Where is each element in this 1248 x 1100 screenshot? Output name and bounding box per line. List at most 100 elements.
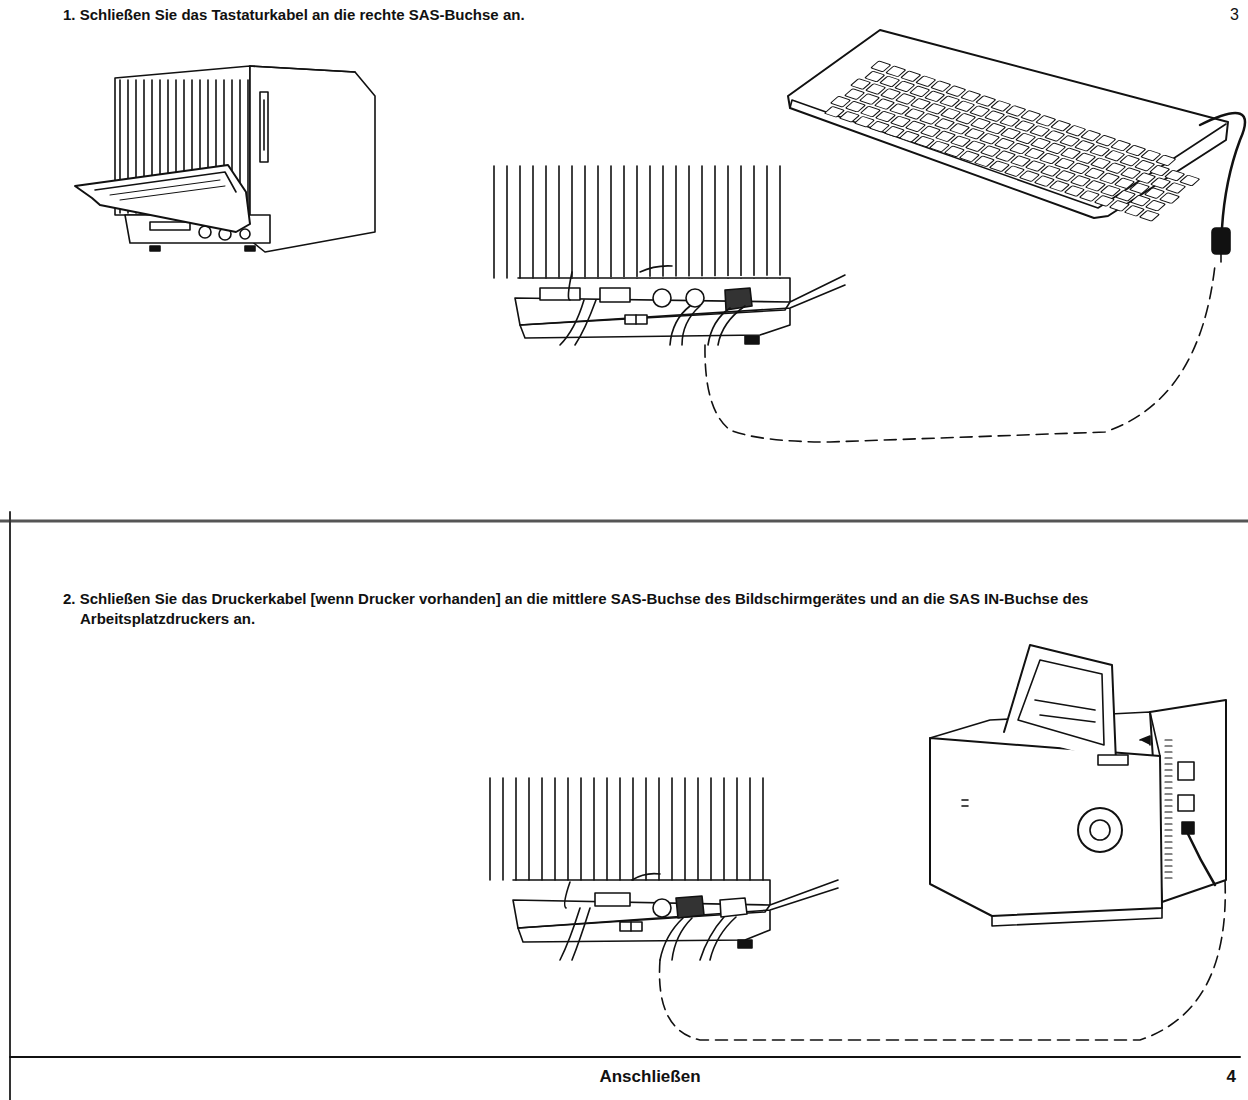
key-cap xyxy=(1045,130,1065,141)
vent-slot xyxy=(1165,781,1172,782)
key-cap xyxy=(936,131,956,142)
key-cap xyxy=(950,123,970,134)
cooling-fin xyxy=(515,778,517,880)
key-cap xyxy=(911,98,931,109)
key-cap xyxy=(1034,176,1054,187)
key-cap xyxy=(1071,175,1091,186)
cooling-fin xyxy=(649,166,651,278)
key-cap xyxy=(1165,170,1185,181)
key-cap xyxy=(899,131,919,142)
vent-slot xyxy=(1165,757,1172,758)
vent-slot xyxy=(1165,853,1172,854)
cooling-fin xyxy=(610,166,612,278)
key-cap xyxy=(971,118,991,129)
key-cap xyxy=(891,116,911,127)
cooling-fin xyxy=(779,166,781,278)
key-cap xyxy=(1046,143,1066,154)
vent-slot xyxy=(1165,871,1172,872)
key-cap xyxy=(916,76,936,87)
key-cap xyxy=(935,118,955,129)
cooling-fin xyxy=(658,778,660,880)
vent-slot xyxy=(1165,841,1172,842)
cooling-fin xyxy=(740,166,742,278)
key-cap xyxy=(906,121,926,132)
key-cap xyxy=(1106,163,1126,174)
key-cap xyxy=(1090,145,1110,156)
key-cap xyxy=(980,133,1000,144)
key-cap xyxy=(1111,140,1131,151)
key-cap xyxy=(981,146,1001,157)
key-cap xyxy=(1004,166,1024,177)
key-cap xyxy=(851,79,871,90)
cooling-fin xyxy=(558,166,560,278)
vent-slot xyxy=(1165,835,1172,836)
key-cap xyxy=(1061,148,1081,159)
key-cap xyxy=(839,111,859,122)
key-cap xyxy=(910,86,930,97)
key-cap xyxy=(986,123,1006,134)
key-cap xyxy=(1086,180,1106,191)
key-cap xyxy=(1066,125,1086,136)
step-instruction: 2. Schließen Sie das Druckerkabel [wenn … xyxy=(63,589,1160,628)
cooling-fin xyxy=(623,166,625,278)
key-cap xyxy=(886,66,906,77)
key-cap xyxy=(854,116,874,127)
key-cap xyxy=(1060,135,1080,146)
key-cap xyxy=(1116,190,1136,201)
key-cap xyxy=(831,96,851,107)
vent-slot xyxy=(1165,847,1172,848)
key-cap xyxy=(965,128,985,139)
key-cap xyxy=(866,84,886,95)
key-cap xyxy=(1136,173,1156,184)
key-cap xyxy=(1064,186,1084,197)
key-cap xyxy=(1156,155,1176,166)
key-cap xyxy=(996,151,1016,162)
key-cap xyxy=(845,89,865,100)
cooling-fin xyxy=(753,166,755,278)
cooling-fin xyxy=(662,166,664,278)
footer-rule xyxy=(10,1056,1240,1058)
cooling-fin xyxy=(593,778,595,880)
cooling-fin xyxy=(701,166,703,278)
key-cap xyxy=(944,146,964,157)
key-cap xyxy=(846,101,866,112)
key-cap xyxy=(920,113,940,124)
key-cap xyxy=(884,126,904,137)
key-cap xyxy=(1120,155,1140,166)
cooling-fin xyxy=(519,166,521,278)
key-cap xyxy=(1075,140,1095,151)
key-cap xyxy=(880,76,900,87)
key-cap xyxy=(1036,115,1056,126)
cooling-fin xyxy=(506,166,508,278)
page-number: 3 xyxy=(1230,5,1244,26)
cooling-fin xyxy=(554,778,556,880)
cooling-fin xyxy=(493,166,495,278)
cooling-fin xyxy=(688,166,690,278)
key-cap xyxy=(824,106,844,117)
cooling-fin xyxy=(502,778,504,880)
key-cap xyxy=(961,91,981,102)
key-cap xyxy=(865,71,885,82)
key-cap xyxy=(1051,120,1071,131)
cooling-fin xyxy=(571,166,573,278)
cooling-fin xyxy=(736,778,738,880)
key-cap xyxy=(1081,130,1101,141)
key-cap xyxy=(1139,210,1159,221)
cooling-fin xyxy=(532,166,534,278)
cooling-fin xyxy=(723,778,725,880)
key-cap xyxy=(1150,165,1170,176)
key-cap xyxy=(995,138,1015,149)
key-cap xyxy=(1049,181,1069,192)
key-cap xyxy=(974,156,994,167)
key-cap xyxy=(1130,183,1150,194)
vent-slot xyxy=(1165,763,1172,764)
key-cap xyxy=(925,91,945,102)
cooling-fin xyxy=(619,778,621,880)
key-cap xyxy=(1070,163,1090,174)
key-cap xyxy=(914,136,934,147)
key-cap xyxy=(1085,168,1105,179)
cooling-fin xyxy=(710,778,712,880)
key-cap xyxy=(1076,153,1096,164)
cooling-fin xyxy=(684,778,686,880)
